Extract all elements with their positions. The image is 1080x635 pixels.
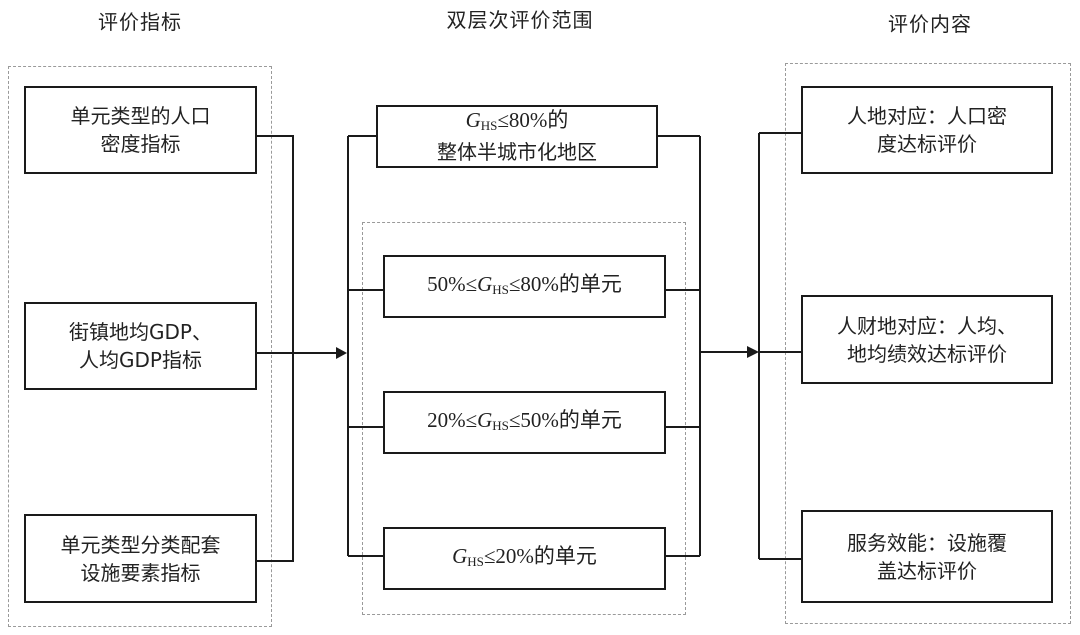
indicators-column-title: 评价指标	[98, 10, 182, 34]
indicator-line: 单元类型分类配套	[60, 532, 221, 557]
indicator-box-facilities: 单元类型分类配套 设施要素指标	[24, 514, 257, 603]
indicator-box-population-density: 单元类型的人口 密度指标	[24, 86, 257, 174]
g-symbol: G	[465, 108, 481, 132]
indicator-line: 单元类型的人口	[70, 104, 211, 128]
content-line: 人财地对应：人均、	[837, 313, 1017, 338]
units-group	[362, 222, 686, 615]
scope-box-unit-20-50: 20%≤GHS≤50%的单元	[383, 391, 666, 454]
arrowhead-to-scope-icon	[336, 347, 347, 359]
g-subscript: HS	[492, 281, 509, 297]
indicator-line: 街镇地均GDP、	[69, 320, 212, 344]
content-box-service-efficiency: 服务效能：设施覆 盖达标评价	[801, 510, 1053, 603]
g-symbol: G	[452, 543, 468, 568]
content-line: 度达标评价	[877, 132, 977, 156]
indicator-box-gdp: 街镇地均GDP、 人均GDP指标	[24, 302, 257, 390]
content-group	[785, 63, 1071, 624]
indicator-line: 密度指标	[100, 132, 181, 156]
scope-box-unit-50-80: 50%≤GHS≤80%的单元	[383, 255, 666, 318]
content-line: 盖达标评价	[877, 558, 977, 583]
content-column-title: 评价内容	[888, 12, 972, 36]
content-line: 服务效能：设施覆	[847, 530, 1007, 555]
arrowhead-to-content-icon	[747, 346, 759, 358]
indicator-line: 设施要素指标	[80, 560, 201, 585]
g-subscript: HS	[467, 553, 484, 569]
unit-suffix: ≤20%的单元	[483, 543, 597, 568]
indicators-group	[8, 66, 272, 627]
unit-prefix: 50%≤	[427, 271, 478, 296]
unit-suffix: ≤80%的单元	[508, 271, 622, 296]
overall-line2: 整体半城市化地区	[437, 140, 597, 164]
content-line: 地均绩效达标评价	[847, 341, 1007, 366]
content-box-population-density: 人地对应：人口密 度达标评价	[801, 86, 1053, 174]
overall-line1-suffix: ≤80%的	[497, 108, 569, 132]
g-subscript: HS	[480, 118, 498, 133]
scope-column-title: 双层次评价范围	[446, 8, 594, 32]
unit-prefix: 20%≤	[427, 407, 478, 432]
scope-box-overall: GHS≤80%的 整体半城市化地区	[376, 105, 658, 168]
content-box-performance: 人财地对应：人均、 地均绩效达标评价	[801, 295, 1053, 384]
indicator-line: 人均GDP指标	[79, 348, 202, 372]
g-subscript: HS	[492, 417, 509, 433]
scope-box-unit-below-20: GHS≤20%的单元	[383, 527, 666, 590]
unit-suffix: ≤50%的单元	[508, 407, 622, 432]
content-line: 人地对应：人口密	[847, 104, 1007, 128]
g-symbol: G	[477, 271, 493, 296]
g-symbol: G	[477, 407, 493, 432]
